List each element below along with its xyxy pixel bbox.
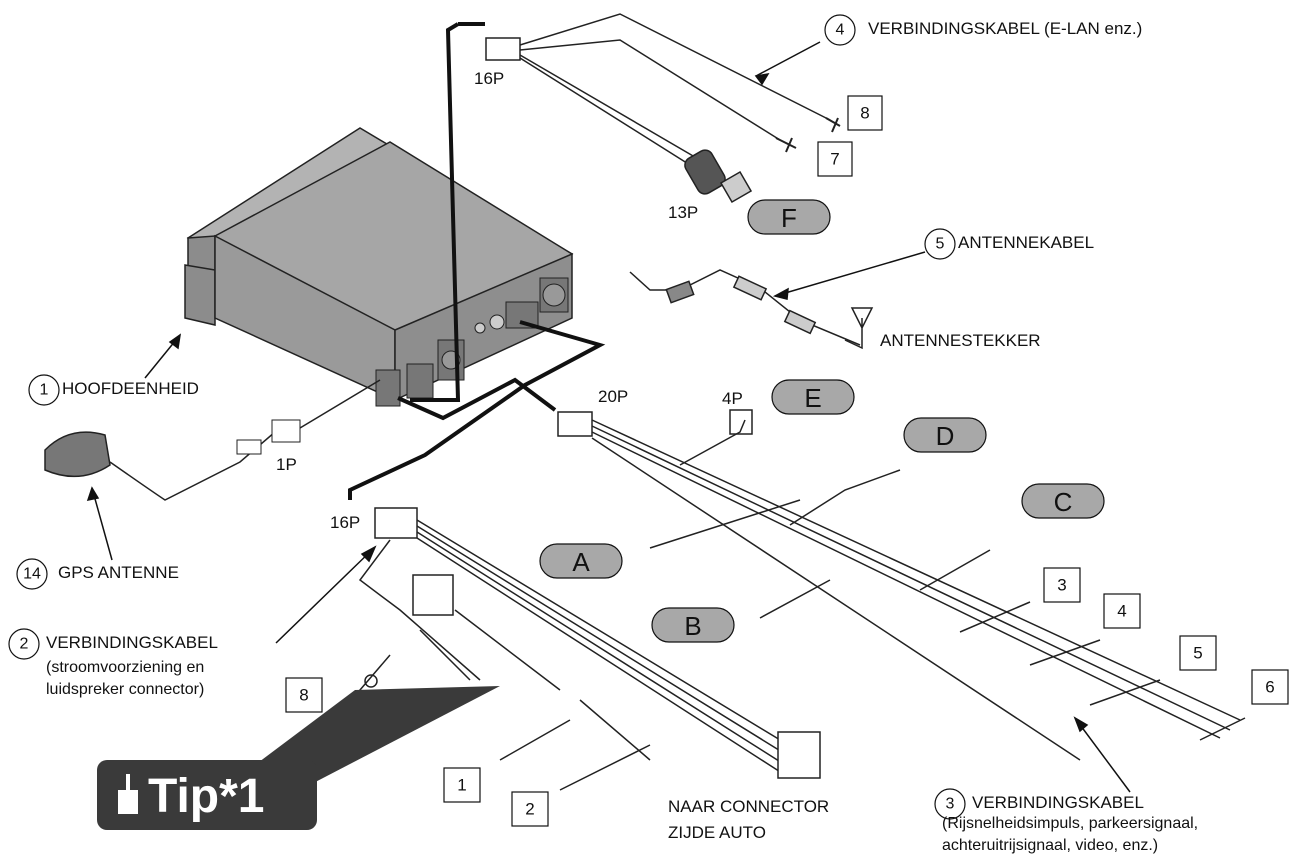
cable-3-label: VERBINDINGSKABEL — [972, 793, 1144, 812]
circled-number-4: 4 — [824, 14, 856, 46]
gps-antenna — [44, 379, 381, 501]
svg-text:6: 6 — [1265, 678, 1274, 697]
boxed-number-4: 4 — [1103, 593, 1141, 629]
boxed-number-5: 5 — [1179, 635, 1217, 671]
svg-text:4: 4 — [836, 22, 845, 39]
svg-text:2: 2 — [20, 636, 29, 653]
connector-16p-top: 16P — [474, 69, 504, 88]
boxed-numbers: 8 7 3 4 5 6 8 1 2 — [285, 95, 1289, 827]
boxed-number-1: 1 — [443, 767, 481, 803]
boxed-number-8-left: 8 — [285, 677, 323, 713]
routing-lines — [348, 22, 606, 500]
pill-F: F — [747, 199, 831, 235]
main-unit-label: HOOFDEENHEID — [62, 379, 199, 398]
boxed-number-3: 3 — [1043, 567, 1081, 603]
circled-number-14: 14 — [16, 558, 48, 590]
svg-text:8: 8 — [860, 104, 869, 123]
cable-3-sub2: achteruitrijsignaal, video, enz.) — [942, 837, 1158, 854]
svg-text:8: 8 — [299, 686, 308, 705]
gps-label: GPS ANTENNE — [58, 563, 179, 582]
connector-20p: 20P — [598, 387, 628, 406]
svg-text:1: 1 — [457, 776, 466, 795]
boxed-number-6: 6 — [1251, 669, 1289, 705]
cable-5-label: ANTENNEKABEL — [958, 233, 1094, 252]
svg-text:5: 5 — [936, 236, 945, 253]
svg-text:D: D — [936, 421, 955, 451]
circled-numbers: 4 5 1 14 2 3 — [8, 14, 966, 820]
boxed-number-8-top: 8 — [847, 95, 883, 131]
svg-text:B: B — [684, 611, 701, 641]
svg-text:4: 4 — [1117, 602, 1126, 621]
text-labels: VERBINDINGSKABEL (E-LAN enz.) ANTENNEKAB… — [46, 19, 1198, 854]
pill-D: D — [903, 417, 987, 453]
leader-lines — [86, 41, 1131, 793]
svg-text:A: A — [572, 547, 590, 577]
pill-E: E — [771, 379, 855, 415]
car-connector-label-1: NAAR CONNECTOR — [668, 797, 829, 816]
cable-4-harness — [485, 13, 841, 204]
circled-number-1: 1 — [28, 374, 60, 406]
antenna-plug-label: ANTENNESTEKKER — [880, 331, 1041, 350]
main-unit — [184, 127, 574, 407]
pill-C: C — [1021, 483, 1105, 519]
cable-5 — [629, 269, 874, 350]
svg-text:F: F — [781, 203, 797, 233]
pill-A: A — [539, 543, 623, 579]
cable-2-sub2: luidspreker connector) — [46, 681, 204, 698]
letter-pills: F E D C A B — [539, 199, 1105, 643]
svg-text:E: E — [804, 383, 821, 413]
circled-number-2: 2 — [8, 628, 40, 660]
connector-13p: 13P — [668, 203, 698, 222]
pill-B: B — [651, 607, 735, 643]
circled-number-3: 3 — [934, 788, 966, 820]
connector-16p-left: 16P — [330, 513, 360, 532]
hand-icon — [118, 774, 138, 814]
cable-2-sub1: (stroomvoorziening en — [46, 659, 204, 676]
boxed-number-2: 2 — [511, 791, 549, 827]
svg-text:C: C — [1054, 487, 1073, 517]
boxed-number-7: 7 — [817, 141, 853, 177]
tip-label: Tip*1 — [148, 770, 264, 823]
svg-text:3: 3 — [1057, 576, 1066, 595]
connector-4p: 4P — [722, 389, 743, 408]
car-connector-label-2: ZIJDE AUTO — [668, 823, 766, 842]
circled-number-5: 5 — [924, 228, 956, 260]
connector-1p: 1P — [276, 455, 297, 474]
svg-text:1: 1 — [40, 382, 49, 399]
cable-3-harness — [557, 409, 1246, 761]
tip-callout: Tip*1 — [97, 686, 500, 830]
cable-4-label: VERBINDINGSKABEL (E-LAN enz.) — [868, 19, 1142, 38]
cable-2-harness — [349, 507, 821, 791]
svg-text:7: 7 — [830, 150, 839, 169]
cable-3-sub1: (Rijsnelheidsimpuls, parkeersignaal, — [942, 815, 1198, 832]
svg-text:3: 3 — [946, 796, 955, 813]
cable-2-label: VERBINDINGSKABEL — [46, 633, 218, 652]
svg-text:5: 5 — [1193, 644, 1202, 663]
svg-text:2: 2 — [525, 800, 534, 819]
svg-text:14: 14 — [23, 566, 41, 583]
